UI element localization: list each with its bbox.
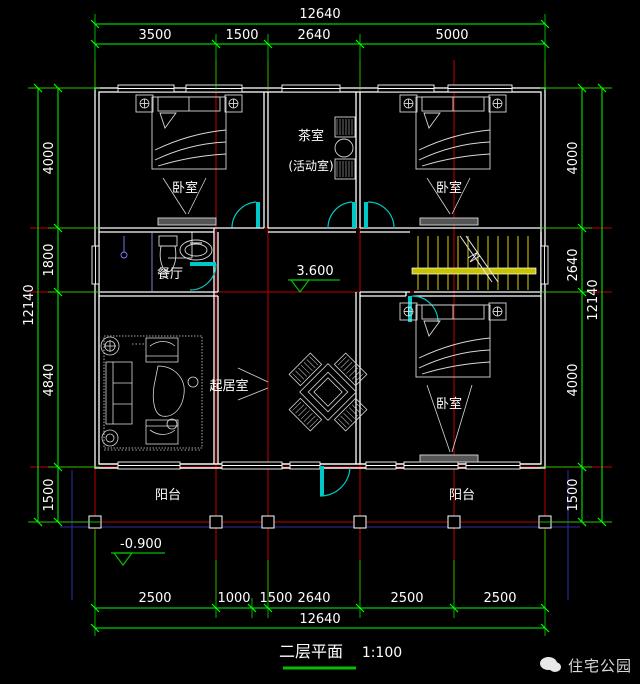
- room-label-tearoom-sub: (活动室): [288, 158, 333, 173]
- dimension-left-text: 12140 4000 1800 4840 1500: [22, 141, 57, 511]
- wardrobes: [157, 217, 479, 463]
- staircase: [411, 235, 537, 290]
- dim-top-seg-3: 5000: [435, 28, 468, 43]
- dimension-top-text: 12640 3500 1500 2640 5000: [138, 7, 468, 43]
- room-label-balcony-right: 阳台: [449, 488, 475, 503]
- dim-bottom-total: 12640: [299, 612, 340, 627]
- door-bedroom-bottom-right: [408, 295, 439, 323]
- room-label-bedroom-top-left: 卧室: [172, 180, 198, 196]
- bed-top-left: [135, 94, 243, 170]
- dim-left-seg-1: 1800: [42, 243, 57, 276]
- room-label-bedroom-top-right: 卧室: [436, 180, 462, 196]
- elevation-value-ground: -0.900: [120, 537, 162, 552]
- dim-top-total: 12640: [299, 7, 340, 22]
- door-balcony-center: [319, 466, 351, 497]
- elevation-marker-ground: -0.900: [111, 537, 165, 566]
- room-label-dining: 餐厅: [157, 266, 183, 282]
- drawing-title: 二层平面: [279, 642, 343, 661]
- dining-table-set: [288, 352, 368, 432]
- door-bedroom-top-left: [228, 201, 264, 229]
- bed-bottom-right: [399, 302, 507, 378]
- windows-top: [117, 84, 513, 93]
- dim-bottom-seg-2: 1500: [259, 591, 292, 606]
- door-tearoom: [327, 201, 356, 229]
- dim-bottom-seg-1: 1000: [217, 591, 250, 606]
- dim-left-seg-3: 1500: [42, 478, 57, 511]
- dimension-bottom-text: 2500 1000 1500 2640 2500 2500 12640: [138, 591, 516, 627]
- dim-right-seg-2: 4000: [566, 363, 581, 396]
- dim-left-seg-0: 4000: [42, 141, 57, 174]
- room-label-balcony-left: 阳台: [155, 488, 181, 503]
- dim-bottom-seg-0: 2500: [138, 591, 171, 606]
- windows-bottom: [117, 461, 521, 470]
- drawing-title-block: 二层平面 1:100: [279, 642, 402, 670]
- watermark-text: 住宅公园: [567, 657, 632, 675]
- doors: [189, 201, 439, 497]
- elevation-value-floor: 3.600: [296, 264, 333, 279]
- room-labels: 卧室 茶室 (活动室) 卧室 餐厅 起居室 卧室 阳台 阳台: [155, 128, 475, 503]
- watermark: 住宅公园: [539, 655, 632, 676]
- door-bedroom-top-right: [364, 201, 395, 229]
- blue-reference-line: [60, 470, 580, 600]
- room-label-tearoom: 茶室: [298, 128, 324, 144]
- dim-bottom-seg-4: 2500: [390, 591, 423, 606]
- bathroom-fixtures: [120, 235, 213, 273]
- room-label-bedroom-bottom-right: 卧室: [436, 396, 462, 412]
- dim-right-total: 12140: [586, 279, 601, 320]
- dim-top-seg-2: 2640: [297, 28, 330, 43]
- dimension-right-text: 4000 2640 4000 1500 12140: [566, 141, 601, 511]
- dim-right-seg-1: 2640: [566, 248, 581, 281]
- windows-side: [91, 245, 549, 285]
- tearoom-furniture: [334, 116, 356, 180]
- dimension-right: [540, 83, 612, 527]
- dimension-bottom: [90, 530, 550, 636]
- wechat-icon: [539, 657, 562, 674]
- bed-top-right: [399, 94, 507, 170]
- dim-bottom-seg-5: 2500: [483, 591, 516, 606]
- dimension-left: [28, 83, 100, 527]
- dim-right-seg-0: 4000: [566, 141, 581, 174]
- living-room-furniture: [100, 335, 203, 451]
- dim-top-seg-0: 3500: [138, 28, 171, 43]
- room-label-living: 起居室: [209, 378, 248, 394]
- dimension-top: [90, 14, 550, 90]
- dim-left-seg-2: 4840: [42, 363, 57, 396]
- dim-left-total: 12140: [22, 284, 37, 325]
- dim-top-seg-1: 1500: [225, 28, 258, 43]
- dim-right-seg-3: 1500: [566, 478, 581, 511]
- label-leaders: [162, 177, 473, 453]
- elevation-marker-floor: 3.600: [288, 264, 340, 293]
- drawing-scale: 1:100: [362, 645, 402, 661]
- dim-bottom-seg-3: 2640: [297, 591, 330, 606]
- door-dining: [189, 262, 217, 291]
